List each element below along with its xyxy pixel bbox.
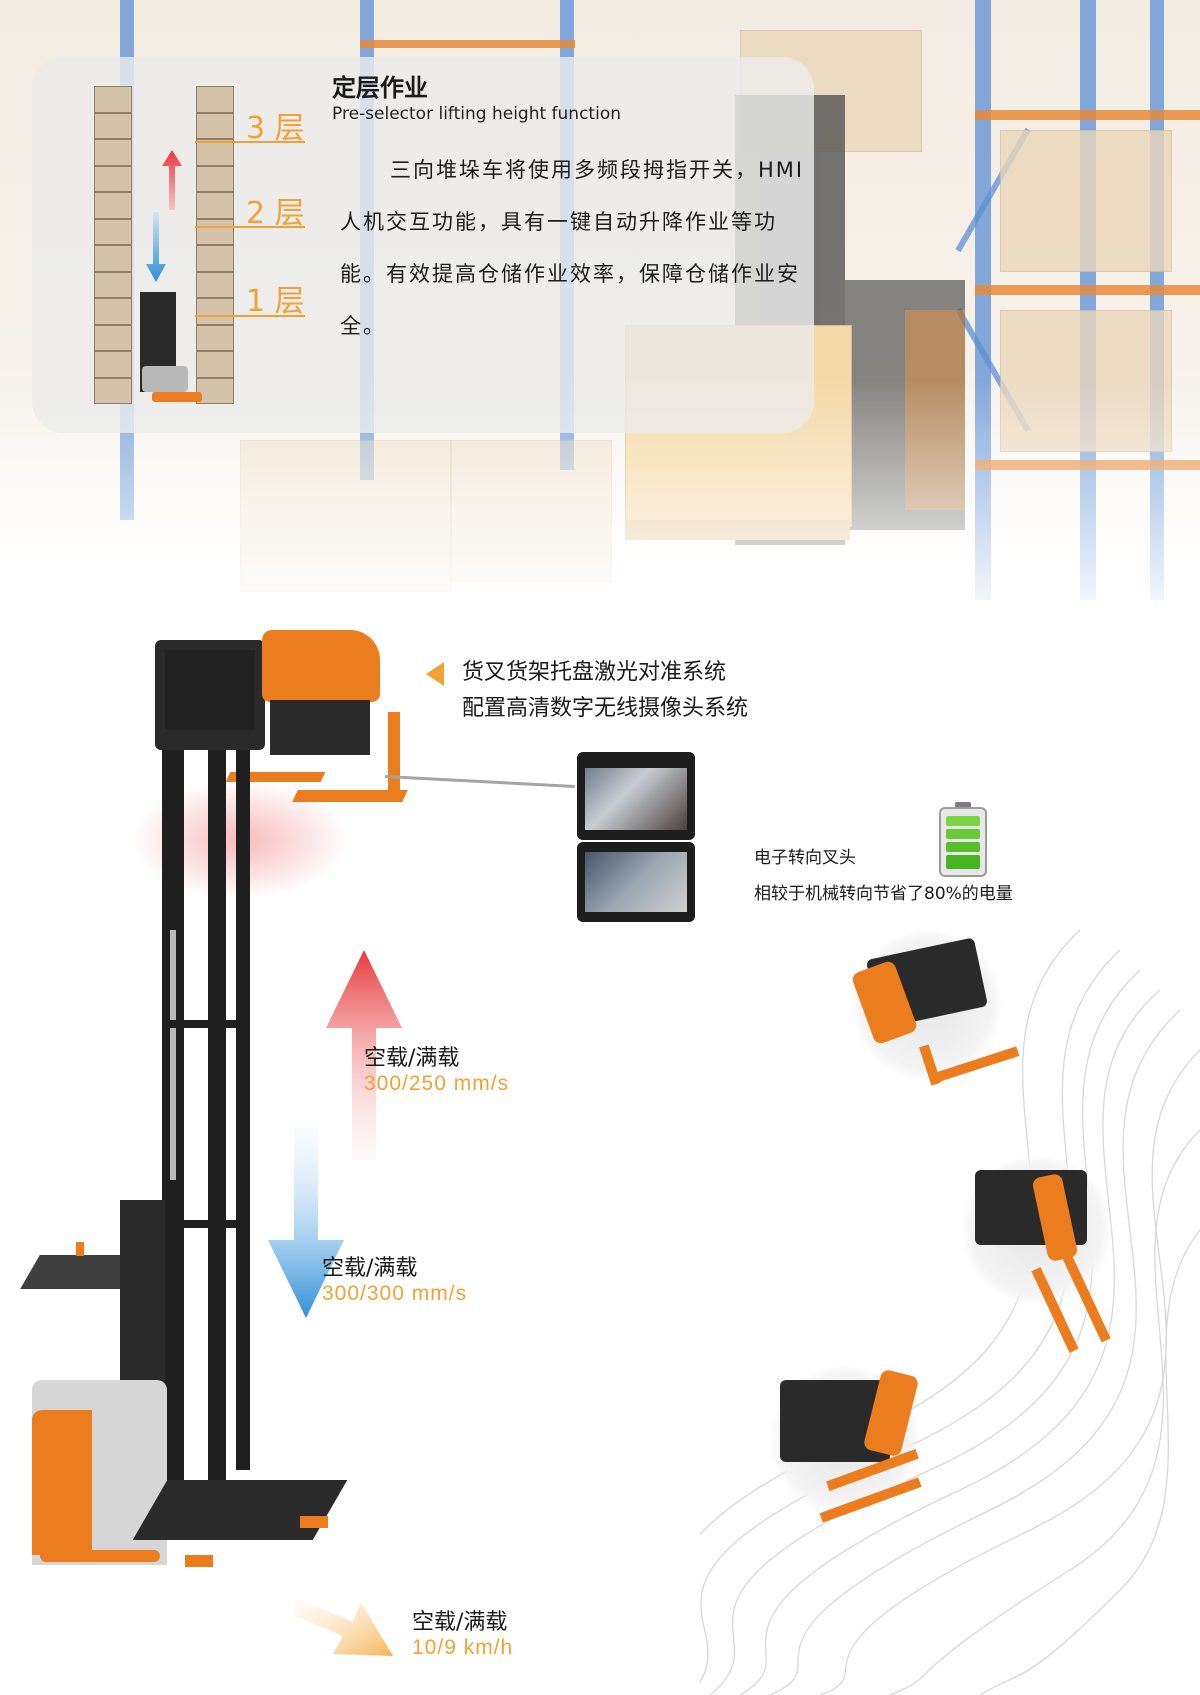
layer-cell bbox=[196, 192, 234, 219]
laser-callout-line2: 配置高清数字无线摄像头系统 bbox=[462, 696, 749, 721]
panel-title: 定层作业 bbox=[332, 74, 428, 102]
layer-cell bbox=[94, 139, 132, 166]
lift-up-label: 空载/满载 bbox=[364, 1046, 460, 1071]
layer-cell bbox=[196, 218, 234, 245]
travel-value: 10/9 km/h bbox=[412, 1636, 514, 1659]
travel-arrow-icon bbox=[295, 1598, 393, 1656]
panel-body: 三向堆垛车将使用多频段拇指开关，HMI人机交互功能，具有一键自动升降作业等功能。… bbox=[340, 158, 805, 338]
forklift-illustration bbox=[0, 600, 420, 1600]
monitor-bottom bbox=[577, 842, 695, 922]
lift-down-value: 300/300 mm/s bbox=[322, 1282, 468, 1305]
layer-cell bbox=[94, 218, 132, 245]
layer-cell bbox=[196, 245, 234, 272]
down-arrow-icon bbox=[146, 212, 166, 282]
layer-cell bbox=[94, 298, 132, 325]
lift-up-arrow-icon bbox=[326, 950, 402, 1160]
lift-down-arrow-icon bbox=[268, 1128, 344, 1318]
layer-cell bbox=[196, 112, 234, 139]
layer-cell bbox=[94, 165, 132, 192]
layer-cell bbox=[94, 377, 132, 404]
layer-cell bbox=[94, 192, 132, 219]
travel-label: 空载/满载 bbox=[412, 1610, 508, 1635]
layer-cell bbox=[196, 271, 234, 298]
layer-cell bbox=[94, 271, 132, 298]
monitor-top bbox=[577, 752, 695, 840]
layer-diagram bbox=[92, 86, 242, 406]
up-arrow-icon bbox=[162, 150, 182, 210]
lift-down-label: 空载/满载 bbox=[322, 1256, 418, 1281]
layer-cell bbox=[94, 324, 132, 351]
layer-cell bbox=[94, 351, 132, 378]
battery-icon bbox=[939, 802, 987, 877]
layer-cell bbox=[196, 351, 234, 378]
layer-cell bbox=[196, 165, 234, 192]
laser-callout-line1: 货叉货架托盘激光对准系统 bbox=[462, 660, 727, 685]
layer-cell bbox=[94, 245, 132, 272]
layer-cell bbox=[196, 139, 234, 166]
layer-cell bbox=[94, 112, 132, 139]
layer-cell bbox=[196, 298, 234, 325]
lift-up-value: 300/250 mm/s bbox=[364, 1072, 510, 1095]
layer-cell bbox=[196, 377, 234, 404]
level-1-label: 1 层 bbox=[246, 284, 305, 319]
level-3-label: 3 层 bbox=[246, 111, 305, 146]
layer-cell bbox=[94, 86, 132, 113]
steering-line2: 相较于机械转向节省了80%的电量 bbox=[754, 884, 1013, 904]
steering-line1: 电子转向叉头 bbox=[754, 848, 856, 868]
panel-subtitle: Pre-selector lifting height function bbox=[332, 104, 621, 124]
level-2-label: 2 层 bbox=[246, 196, 305, 231]
layer-cell bbox=[196, 86, 234, 113]
triangle-pointer-icon bbox=[426, 662, 444, 686]
layer-cell bbox=[196, 324, 234, 351]
